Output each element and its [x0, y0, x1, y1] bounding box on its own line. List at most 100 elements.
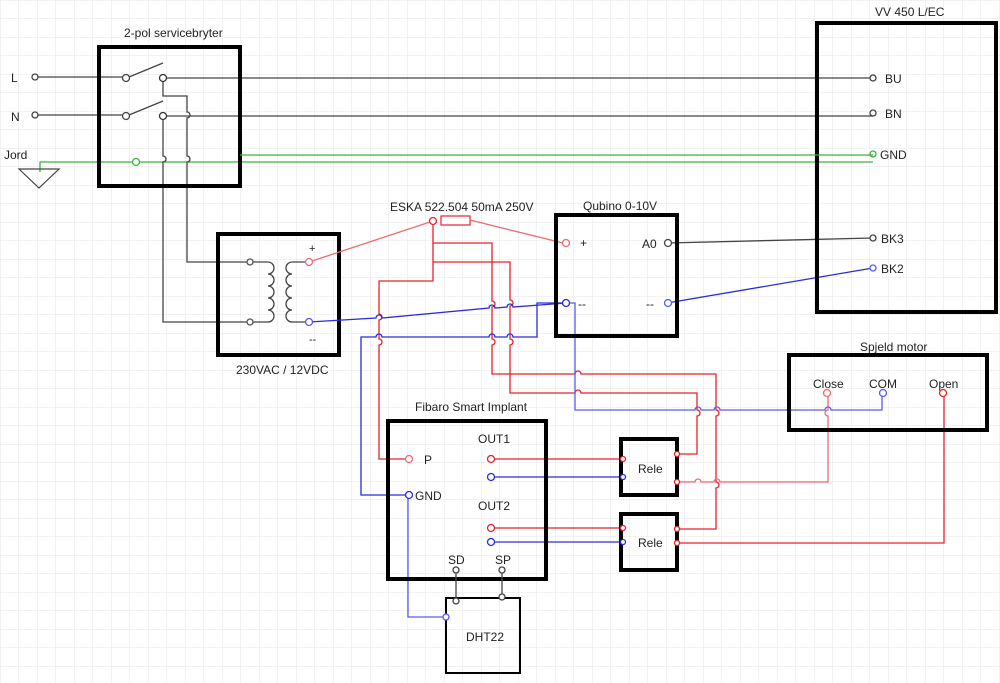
vv450-bn-pin [869, 109, 877, 117]
damper-motor-box [787, 353, 989, 432]
qubino-minus-pin-right [663, 298, 673, 308]
dht22-data-pin [452, 597, 460, 605]
fibaro-box [386, 419, 548, 581]
dht22-gnd-pin [442, 613, 450, 621]
relay-2-label: Rele [638, 536, 663, 550]
relay-1-no-pin [673, 478, 681, 486]
qubino-a0-label: A0 [642, 237, 657, 251]
relay-1-coil-plus-pin [619, 455, 627, 463]
label-earth: Jord [4, 148, 27, 162]
relay-2-coil-minus-pin [619, 538, 627, 546]
fibaro-gnd-pin [404, 490, 414, 500]
psu-box [216, 232, 341, 357]
wire-psu-minus-to-qubino [308, 302, 567, 323]
relay-1: Rele [619, 437, 681, 497]
fibaro-out1-minus-pin [486, 472, 496, 482]
wire-minus-to-fibaro-gnd [360, 302, 566, 496]
wire-psu-plus-to-fuse [308, 220, 434, 263]
qubino-minus-left-label: -- [578, 297, 586, 311]
fibaro-sd-pin [452, 566, 460, 574]
service-switch: 2-pol servicebryter [97, 26, 242, 188]
transformer-secondary-coil-icon [285, 261, 309, 323]
wire-relay2-to-open [678, 394, 945, 544]
switch-l-in-pin [121, 73, 131, 83]
wire-earth-to-gnd [39, 161, 873, 172]
fibaro-out1-label: OUT1 [478, 432, 510, 446]
switch-n-in-pin [121, 111, 131, 121]
mains-wires [35, 76, 873, 323]
relay-1-label: Rele [638, 462, 663, 476]
motor-com-label: COM [869, 377, 897, 391]
vv450-title: VV 450 L/EC [875, 5, 945, 19]
dht22-title: DHT22 [466, 630, 504, 644]
psu-ac-pin-1 [246, 258, 254, 266]
psu-plus-pin [304, 257, 314, 267]
vv450-bk3-pin [869, 234, 877, 242]
relay-2-coil-plus-pin [619, 524, 627, 532]
switch-n-out-pin [158, 111, 168, 121]
psu-minus-pin [304, 317, 314, 327]
wire-a0-to-bk3 [666, 237, 874, 244]
fuse-icon [440, 215, 471, 226]
label-l: L [11, 71, 18, 85]
relay-1-box [619, 437, 679, 497]
qubino-minus-right-label: -- [646, 297, 654, 311]
vv450-box [815, 21, 998, 314]
dht22-sensor: DHT22 [442, 593, 521, 674]
fibaro-out2-minus-pin [486, 537, 496, 547]
power-supply: + -- 230VAC / 12VDC [216, 232, 341, 377]
dht22-box [445, 597, 521, 674]
vv450-bu-label: BU [885, 72, 902, 86]
vv450-bk2-pin [869, 264, 877, 272]
vv450-bk3-label: BK3 [881, 232, 904, 246]
relay-1-com-pin [673, 450, 681, 458]
wire-fuse-to-qubino-plus [469, 219, 564, 244]
wire-relay1-to-close [678, 394, 829, 483]
wire-qubino-minus-to-bk2 [666, 267, 874, 304]
psu-ac-pin-2 [246, 318, 254, 326]
fibaro-p-pin [404, 454, 414, 464]
qubino-a0-pin [663, 238, 673, 248]
motor-open-pin [938, 388, 948, 398]
label-n: N [11, 110, 20, 124]
earth-symbol-icon [17, 168, 61, 189]
vv450-unit: VV 450 L/EC BU BN GND BK3 BK2 [815, 5, 998, 314]
psu-title: 230VAC / 12VDC [236, 363, 329, 377]
relay-2-no-pin [673, 539, 681, 547]
relay-1-coil-minus-pin [619, 473, 627, 481]
motor-com-pin [878, 388, 888, 398]
wire-plus-to-fibaro-p [378, 262, 434, 460]
vv450-bk2-label: BK2 [881, 262, 904, 276]
negative-wires [308, 267, 883, 618]
switch-blade-l-icon [128, 62, 164, 78]
dht22-power-pin [498, 593, 506, 601]
switch-l-out-pin [158, 73, 168, 83]
psu-minus-label: -- [309, 334, 317, 346]
wire-gnd-to-dht22 [407, 495, 446, 618]
motor-close-pin [822, 388, 832, 398]
switch-earth-pin [131, 157, 141, 167]
fibaro-sp-pin [498, 566, 506, 574]
fibaro-gnd-label: GND [415, 489, 442, 503]
relay-2-com-pin [673, 525, 681, 533]
wire-plus-to-relay1-com [432, 243, 701, 455]
switch-blade-n-icon [128, 100, 164, 116]
psu-plus-label: + [309, 243, 315, 255]
vv450-bu-pin [869, 74, 877, 82]
wire-minus-to-motor-com [566, 302, 883, 411]
vv450-bn-label: BN [885, 107, 902, 121]
fibaro-sd-label: SD [448, 553, 465, 567]
service-switch-box [97, 45, 242, 188]
damper-motor-title: Spjeld motor [860, 340, 927, 354]
qubino-plus-pin [561, 238, 571, 248]
fuse-junction-pin [428, 216, 438, 226]
fibaro-out2-label: OUT2 [478, 499, 510, 513]
qubino-title: Qubino 0-10V [583, 199, 657, 213]
qubino-minus-pin-left [561, 298, 571, 308]
vv450-gnd-label: GND [880, 148, 907, 162]
transformer-primary-coil-icon [250, 261, 275, 323]
wire-l-to-psu [162, 78, 250, 263]
service-switch-title: 2-pol servicebryter [124, 26, 223, 40]
motor-open-label: Open [929, 377, 958, 391]
